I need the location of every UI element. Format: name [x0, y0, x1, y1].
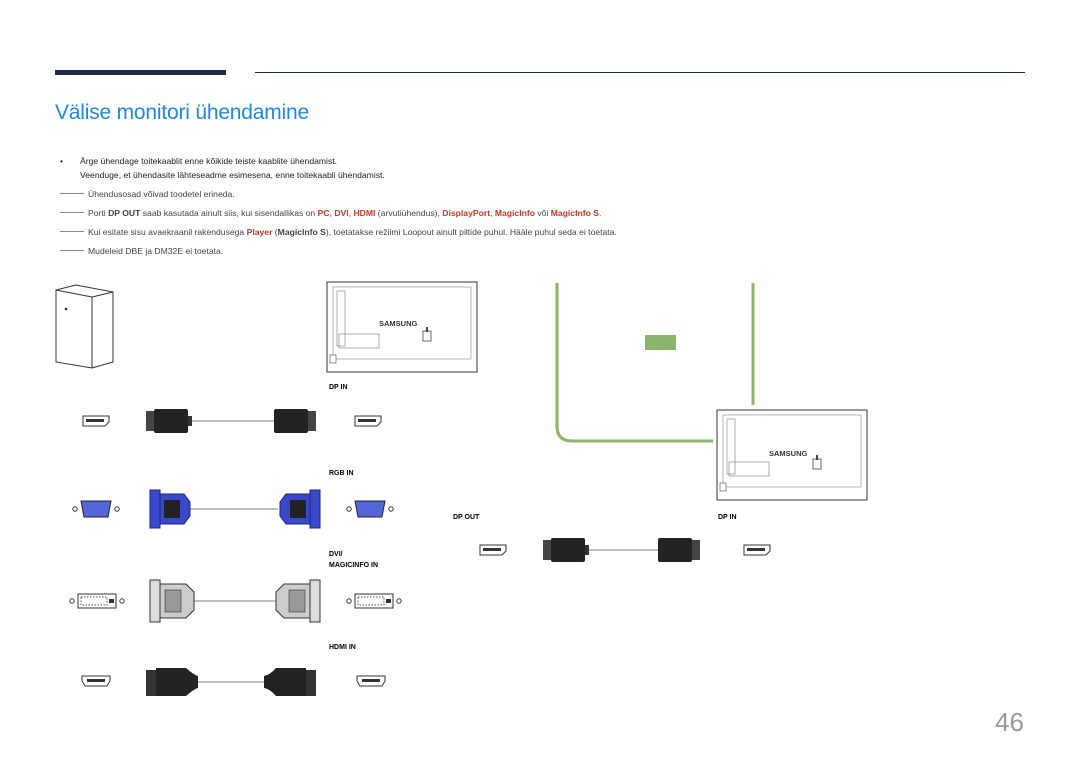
note-3-player: Player: [246, 227, 273, 237]
label-dp-in-2: DP IN: [718, 514, 737, 521]
hdmi-port-icon: [356, 675, 386, 687]
note-2-magicinfo: MagicInfo: [494, 208, 535, 218]
hdmi-port-icon: [81, 675, 111, 687]
note-2-magicinfo-s: MagicInfo S: [550, 208, 599, 218]
label-dp-in: DP IN: [329, 384, 348, 391]
note-2-dp-out: DP OUT: [108, 208, 141, 218]
hdmi-plug-icon: [264, 668, 316, 696]
note-2-part: saab kasutada ainult siis, kui sisendall…: [140, 208, 318, 218]
note-1-text: Ühendusosad võivad toodetel erineda.: [88, 189, 235, 199]
label-hdmi-in: HDMI IN: [329, 644, 356, 651]
bullet-text: Ärge ühendage toitekaablit enne kõikide …: [80, 156, 338, 166]
label-dvi-in-2: MAGICINFO IN: [329, 562, 378, 569]
page-title: Välise monitori ühendamine: [55, 101, 309, 124]
note-3-part: ), toetatakse režiimi Loopout ainult pil…: [325, 227, 617, 237]
pc-tower-icon: [55, 284, 114, 369]
dp-out-port-icon: [479, 544, 507, 556]
note-3-part: (: [272, 227, 278, 237]
note-1: Ühendusosad võivad toodetel erineda.: [60, 188, 760, 207]
note-2-part: Porti: [88, 208, 109, 218]
dvi-cable-row: [69, 579, 402, 623]
monitor-1-brand: SAMSUNG: [379, 319, 418, 328]
note-2: Porti DP OUT saab kasutada ainult siis, …: [60, 207, 760, 226]
note-2-pc: PC: [317, 208, 330, 218]
bullet-note-continuation: Veenduge, et ühendasite lähteseadme esim…: [60, 169, 760, 188]
note-3: Kui esitate sisu avaekraanil rakendusega…: [60, 226, 760, 245]
dp-port-icon: [354, 415, 382, 427]
dp-cable-row: [82, 409, 382, 433]
monitor-1-rear-icon: SAMSUNG: [326, 281, 478, 373]
note-2-part: .: [598, 208, 602, 218]
dp-plug-icon: [658, 538, 700, 562]
label-rgb-in: RGB IN: [329, 470, 354, 477]
vga-cable-row: [72, 489, 394, 529]
dvi-port-icon: [346, 593, 402, 609]
note-3-magicinfo-s: MagicInfo S: [277, 227, 326, 237]
page-number: 46: [995, 707, 1024, 737]
dvi-port-icon: [69, 593, 125, 609]
dvi-plug-icon: [275, 579, 321, 623]
vga-port-icon: [346, 500, 394, 518]
note-4: Mudeleid DBE ja DM32E ei toetata.: [60, 245, 760, 264]
dvi-plug-icon: [149, 579, 195, 623]
label-dvi-in-1: DVI/: [329, 551, 343, 558]
vga-plug-icon: [149, 489, 191, 529]
note-2-hdmi: HDMI: [353, 208, 376, 218]
notes-section: Ärge ühendage toitekaablit enne kõikide …: [60, 155, 760, 264]
note-2-part: ,: [490, 208, 495, 218]
note-2-part: või: [534, 208, 551, 218]
dp-port-icon: [82, 415, 110, 427]
note-2-dvi: DVI: [334, 208, 349, 218]
hdmi-cable-row: [81, 668, 386, 696]
dp-in-port-icon: [743, 544, 771, 556]
note-4-text: Mudeleid DBE ja DM32E ei toetata.: [88, 246, 224, 256]
dp-plug-icon: [543, 538, 589, 562]
note-2-part: ,: [348, 208, 354, 218]
monitor-2-brand: SAMSUNG: [769, 449, 808, 458]
bullet-text-2: Veenduge, et ühendasite lähteseadme esim…: [80, 170, 385, 180]
vga-plug-icon: [279, 489, 321, 529]
dp-plug-icon: [146, 409, 192, 433]
note-2-displayport: DisplayPort: [442, 208, 491, 218]
label-dp-out: DP OUT: [453, 514, 480, 521]
note-2-part: ,: [329, 208, 335, 218]
bullet-note: Ärge ühendage toitekaablit enne kõikide …: [60, 155, 760, 174]
dp-loopout-cable-row: [479, 538, 771, 562]
vga-port-icon: [72, 500, 120, 518]
note-3-part: Kui esitate sisu avaekraanil rakendusega: [88, 227, 247, 237]
header-rule: [255, 72, 1025, 73]
note-2-part: (arvutiühendus),: [375, 208, 443, 218]
hdmi-plug-icon: [146, 668, 198, 696]
monitor-2-rear-icon: SAMSUNG: [716, 409, 868, 501]
header-accent-bar: [55, 70, 226, 75]
daisy-chain-line: [555, 283, 755, 443]
dp-plug-icon: [274, 409, 316, 433]
